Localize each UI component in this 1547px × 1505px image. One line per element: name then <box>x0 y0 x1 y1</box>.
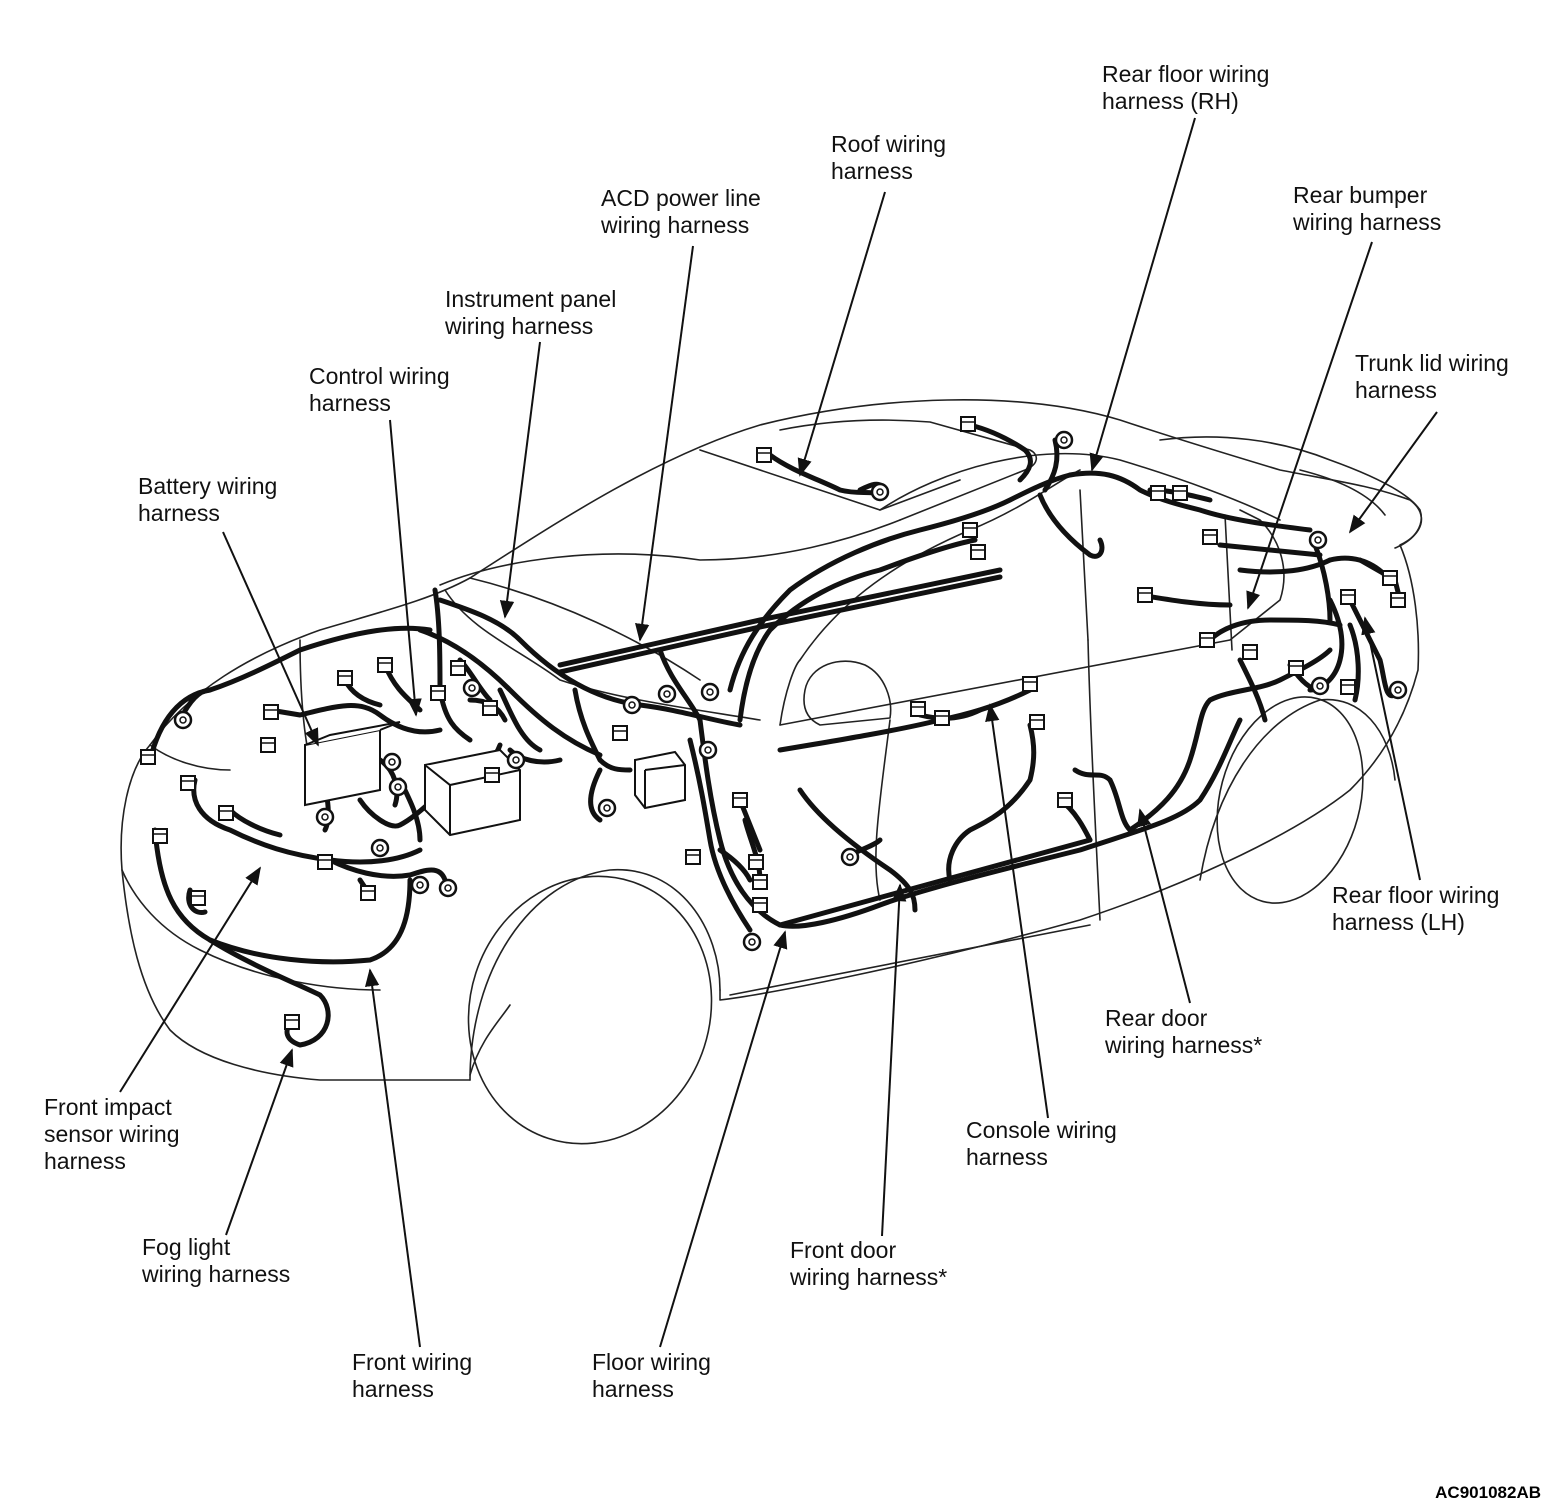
arrow-front-door <box>881 883 907 1237</box>
arrow-rear-floor-rh <box>1089 117 1196 472</box>
leader-arrows <box>119 117 1438 1348</box>
arrow-rear-floor-lh <box>1361 616 1421 881</box>
arrow-front-impact <box>119 866 261 1093</box>
arrow-rear-bumper <box>1246 241 1373 610</box>
arrow-battery <box>222 531 319 747</box>
arrow-control <box>389 419 422 717</box>
arrow-trunk-lid <box>1348 411 1438 534</box>
arrow-front <box>364 968 421 1348</box>
arrow-rear-door <box>1137 808 1191 1004</box>
figure-code: AC901082AB <box>1435 1483 1541 1502</box>
arrow-console <box>985 703 1049 1119</box>
arrow-fog-light <box>225 1048 294 1236</box>
arrow-acd-power <box>635 245 694 642</box>
connector-blocks <box>140 416 1406 1030</box>
battery-box <box>304 721 686 837</box>
arrow-roof <box>797 191 886 477</box>
arrow-instrument-panel <box>499 341 541 619</box>
arrow-floor <box>659 930 788 1348</box>
